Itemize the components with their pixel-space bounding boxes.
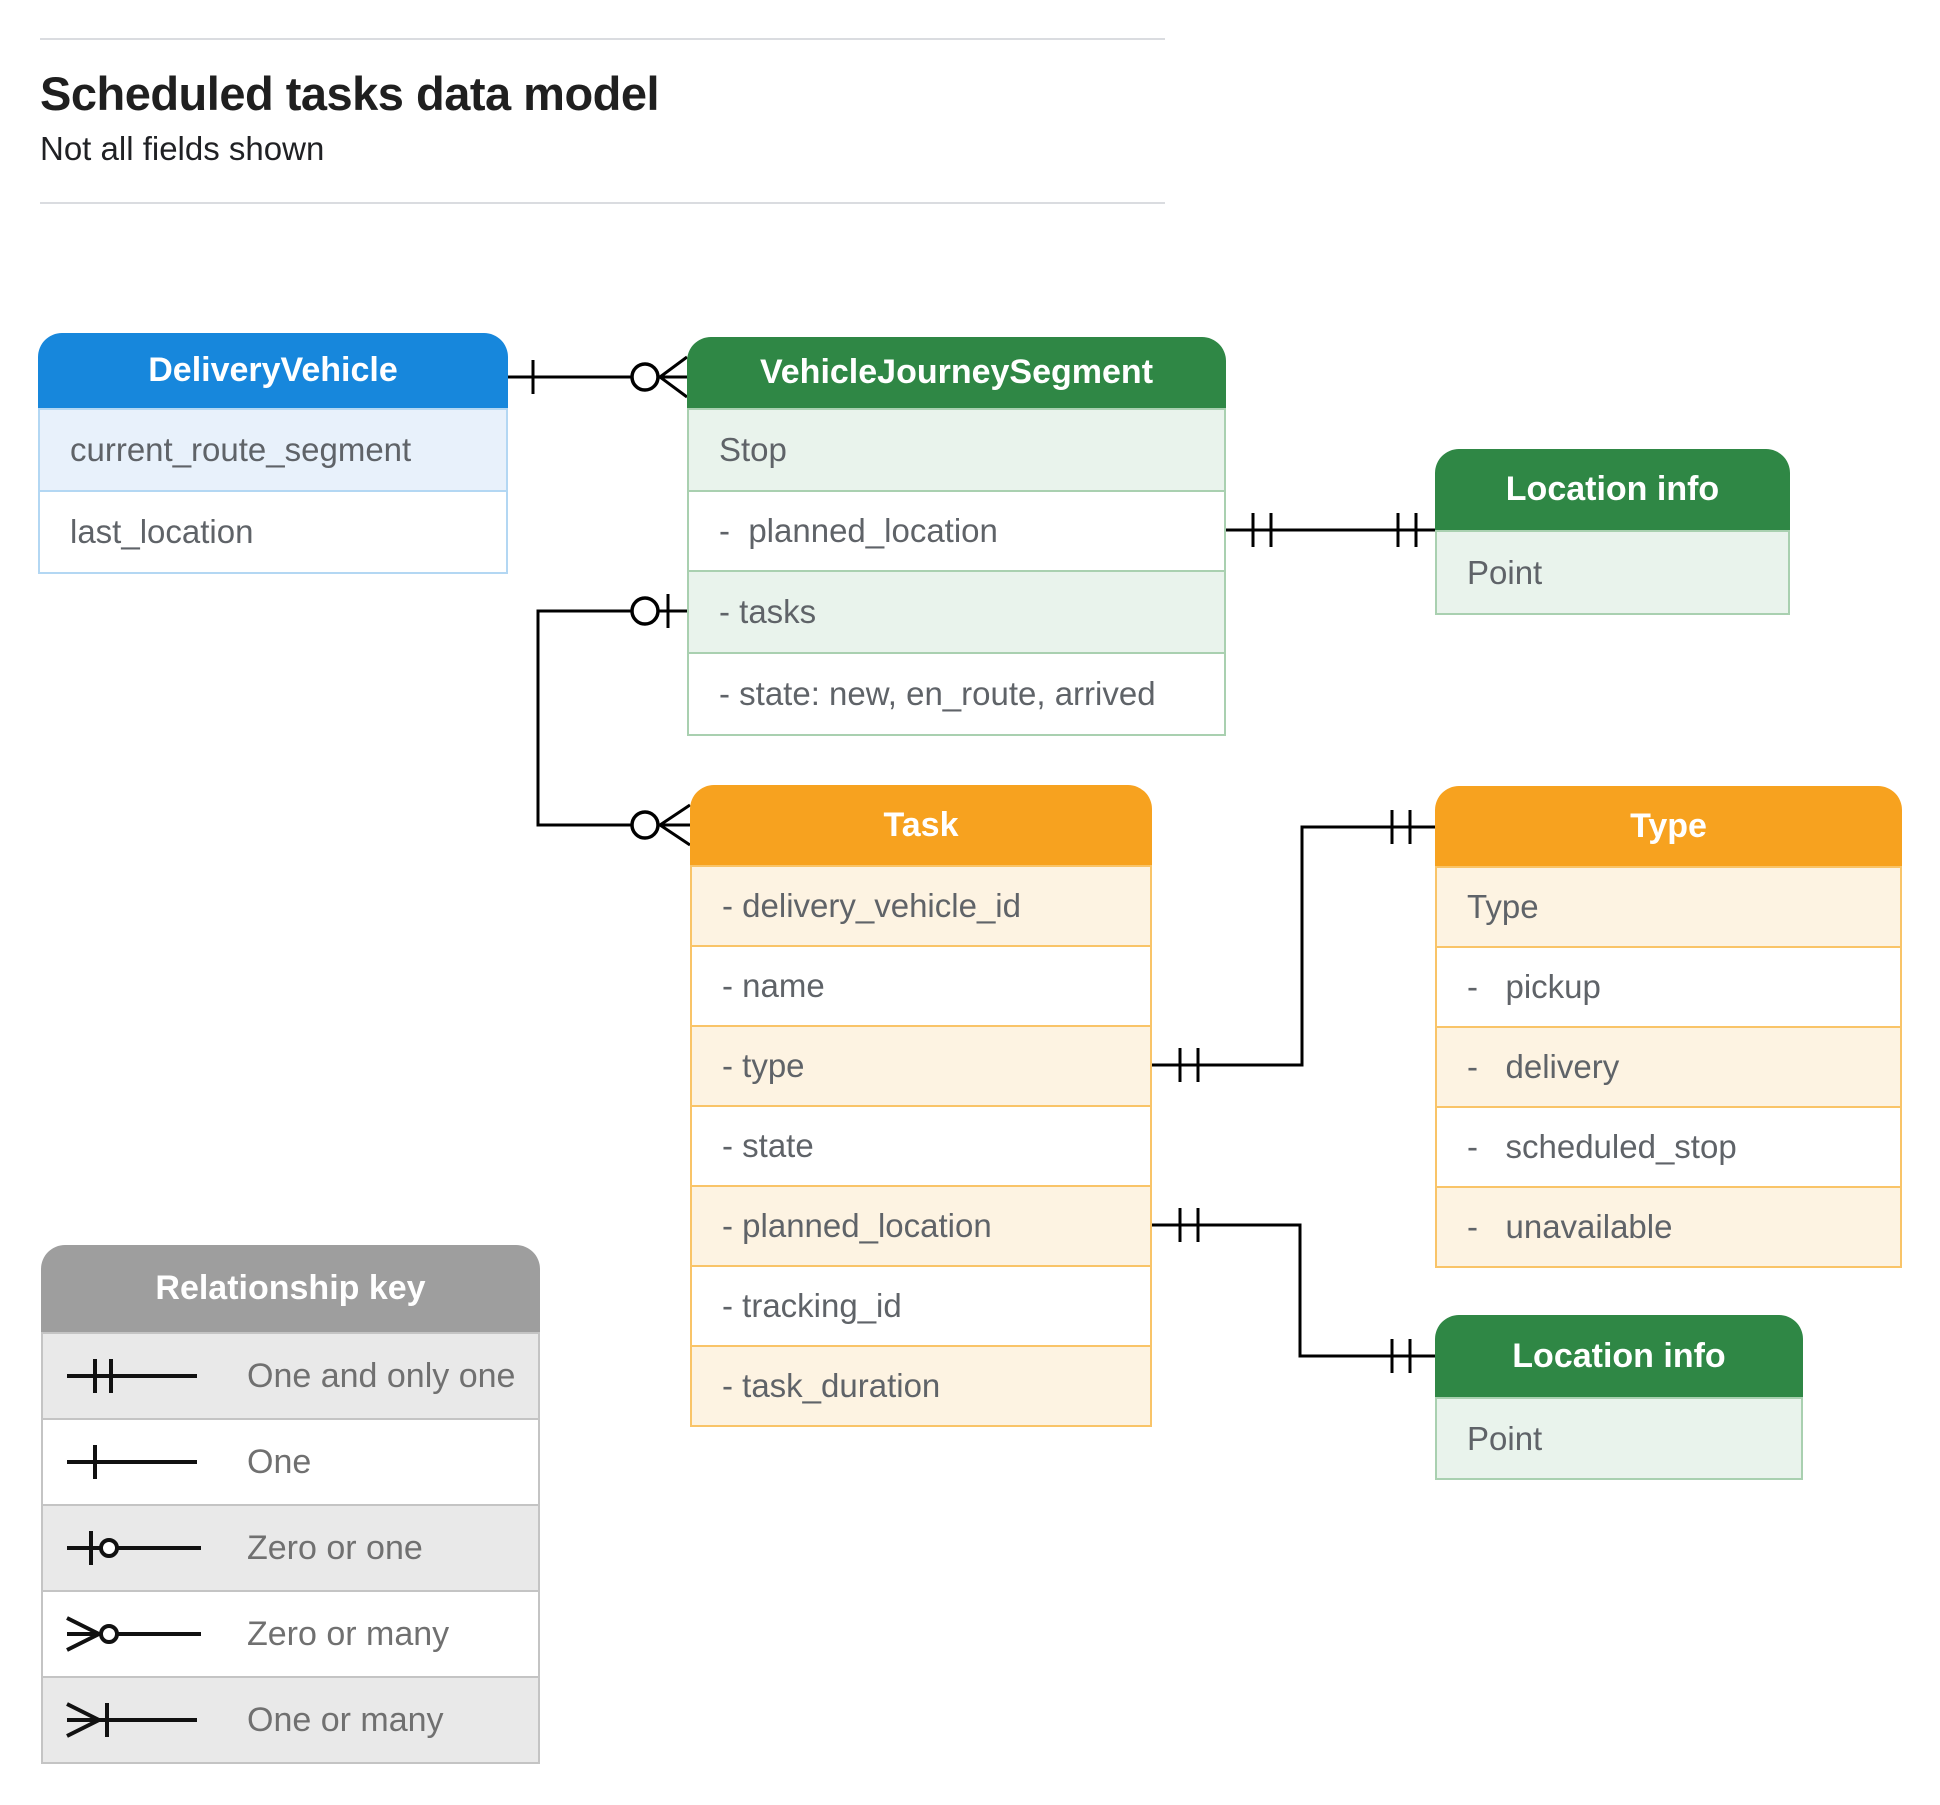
field-current-route-segment: current_route_segment [40,408,506,490]
legend-item-zero-or-one: Zero or one [43,1504,538,1590]
field-unavailable: - unavailable [1437,1186,1900,1266]
field-tracking-id: - tracking_id [692,1265,1150,1345]
entity-task: Task - delivery_vehicle_id - name - type… [690,785,1152,1427]
legend-item-zero-or-many: Zero or many [43,1590,538,1676]
entity-location-info-top: Location info Point [1435,449,1790,615]
entity-location-info-bottom: Location info Point [1435,1315,1803,1480]
field-point-top: Point [1437,530,1788,613]
legend-label: One [247,1442,312,1481]
field-scheduled-stop: - scheduled_stop [1437,1106,1900,1186]
entity-header-delivery-vehicle: DeliveryVehicle [38,333,508,408]
legend-symbol-one-icon [67,1445,197,1479]
legend-item-one-or-many: One or many [43,1676,538,1762]
entity-delivery-vehicle: DeliveryVehicle current_route_segment la… [38,333,508,574]
field-type-label: Type [1437,866,1900,946]
field-pickup: - pickup [1437,946,1900,1026]
top-divider [40,38,1165,40]
entity-vehicle-journey-segment: VehicleJourneySegment Stop - planned_loc… [687,337,1226,736]
field-planned-location-task: - planned_location [692,1185,1150,1265]
field-task-duration: - task_duration [692,1345,1150,1425]
legend-header: Relationship key [41,1245,540,1332]
legend-item-one: One [43,1418,538,1504]
entity-type: Type Type - pickup - delivery - schedule… [1435,786,1902,1268]
entity-header-vehicle-journey-segment: VehicleJourneySegment [687,337,1226,408]
connector-deliveryvehicle-vehiclejourneysegment [508,355,688,399]
field-name: - name [692,945,1150,1025]
legend-label: One or many [247,1700,444,1739]
legend-relationship-key: Relationship key One and only one One Ze… [41,1245,540,1764]
legend-symbol-zero-or-one-icon [67,1531,201,1565]
field-delivery-vehicle-id: - delivery_vehicle_id [692,865,1150,945]
connector-type-type-entity [1152,810,1435,1082]
connector-plannedlocation-locationinfo-bottom [1152,1208,1435,1373]
legend-label: One and only one [247,1356,516,1395]
entity-header-type: Type [1435,786,1902,866]
entity-header-location-info-bottom: Location info [1435,1315,1803,1397]
field-stop: Stop [689,408,1224,490]
field-last-location: last_location [40,490,506,572]
field-tasks: - tasks [689,570,1224,652]
field-point-bottom: Point [1437,1397,1801,1478]
title-divider [40,202,1165,204]
field-planned-location: - planned_location [689,490,1224,570]
legend-symbol-one-or-many-icon [66,1702,197,1738]
field-state-task: - state [692,1105,1150,1185]
legend-label: Zero or one [247,1528,423,1567]
field-delivery: - delivery [1437,1026,1900,1106]
page-subtitle: Not all fields shown [40,130,325,167]
connector-plannedlocation-locationinfo-top [1226,513,1435,547]
legend-item-one-and-only-one: One and only one [43,1332,538,1418]
field-type: - type [692,1025,1150,1105]
legend-symbol-zero-or-many-icon [66,1616,201,1652]
page-title: Scheduled tasks data model [40,67,660,120]
entity-header-location-info-top: Location info [1435,449,1790,530]
entity-header-task: Task [690,785,1152,865]
connector-tasks-task [536,594,691,847]
legend-symbol-one-and-only-one-icon [67,1359,197,1393]
field-state: - state: new, en_route, arrived [689,652,1224,734]
legend-label: Zero or many [247,1614,450,1653]
